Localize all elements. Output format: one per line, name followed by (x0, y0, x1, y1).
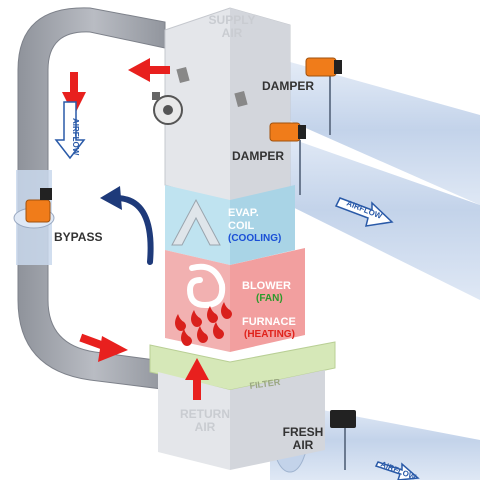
airflow-arrow-bottom (374, 461, 420, 480)
blower-label: BLOWER (242, 280, 291, 292)
red-arrow-icon-bottom (79, 333, 128, 362)
curved-bypass-arrow-icon (100, 186, 154, 265)
return-air-label-2: AIR (195, 420, 216, 434)
fresh-air-actuator-icon (330, 410, 356, 428)
furnace-label: FURNACE (242, 316, 296, 328)
furnace-sub-label: (HEATING) (244, 329, 295, 340)
bypass-motor-icon (152, 92, 183, 125)
return-air-label-1: RETURN (180, 407, 230, 421)
fresh-air-label-1: FRESH (283, 425, 324, 439)
flame-icon (191, 310, 202, 327)
red-arrow-icon-up (185, 358, 209, 400)
fan-icon (186, 263, 226, 309)
flame-icon (207, 306, 218, 323)
evap-sub-label: (COOLING) (228, 233, 281, 244)
supply-air-label-1: SUPPLY (209, 13, 256, 27)
filter-label: FILTER (249, 377, 281, 391)
damper-actuator-icon (305, 57, 342, 77)
blower-sub-label: (FAN) (256, 293, 283, 304)
damper-actuator-icon-bypass (25, 188, 52, 223)
red-arrow-icon-top (128, 58, 170, 82)
damper-actuator-icon-mid (269, 122, 306, 142)
airflow-arrow-right (334, 197, 394, 227)
flame-icon (175, 314, 186, 331)
bypass-duct-label-1: BYPASS (68, 37, 112, 49)
flame-icon (197, 326, 208, 343)
bypass-duct-label-2: DUCT (75, 50, 106, 62)
damper-bracket-top (176, 66, 248, 108)
damper-top-label: DAMPER (262, 79, 314, 93)
airflow-left-label: AIRFLOW (71, 118, 80, 156)
damper-mid-label: DAMPER (232, 149, 284, 163)
bypass-label: BYPASS (54, 230, 102, 244)
flame-icon (221, 302, 232, 319)
flame-icon (213, 322, 224, 339)
flame-icon (181, 329, 192, 346)
airflow-arrow-left (54, 101, 86, 160)
fresh-air-label-2: AIR (293, 438, 314, 452)
evap-coil-icon (171, 198, 221, 246)
flame-group (175, 302, 232, 346)
evap-label-1: EVAP. (228, 207, 259, 219)
evap-label-2: COIL (228, 220, 255, 232)
supply-air-label-2: AIR (222, 26, 243, 40)
